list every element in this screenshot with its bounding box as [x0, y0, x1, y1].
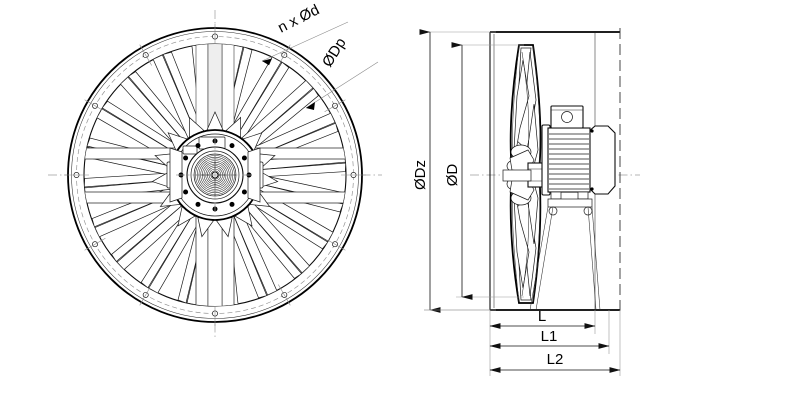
dim-odz-label: ØDz [412, 160, 429, 190]
hub-side-clamps [166, 147, 264, 203]
motor-feet [547, 191, 593, 216]
pitch-circle-leader-line [305, 61, 379, 109]
bolt-hole-leader-arrow [262, 58, 272, 66]
dim-l-label: L [538, 308, 546, 325]
hub-assembly [151, 111, 279, 238]
dim-l: L [489, 308, 596, 329]
dim-od: ØD [444, 42, 473, 300]
motor-cooling-fins [549, 133, 589, 190]
side-view-group [470, 28, 640, 316]
electric-motor [541, 105, 616, 216]
bolt-hole-leader-line [261, 21, 349, 62]
motor-terminal-box [550, 105, 584, 129]
hub-top-fitting [182, 136, 226, 155]
dimension-annotations: ØDz ØD L L1 [412, 29, 621, 376]
horizontal-dim-extension-lines [424, 309, 621, 376]
hub-bolt-circle [178, 138, 252, 212]
bolt-hole-ring [64, 24, 366, 326]
dim-l1-label: L1 [541, 328, 558, 345]
pitch-circle-label: ØDp [319, 35, 350, 70]
pitch-circle-leader-arrow [306, 102, 315, 110]
dim-l2: L2 [489, 351, 621, 373]
dim-odz: ØDz [412, 29, 441, 313]
motor-rear-endbell [586, 125, 616, 195]
dim-l1: L1 [489, 328, 610, 349]
side-hub-cluster [506, 144, 535, 206]
impeller-side-profile [502, 44, 546, 304]
bolt-hole-label: n x Ød [275, 1, 322, 36]
dim-l2-label: L2 [547, 351, 564, 368]
motor-body [547, 127, 591, 193]
front-view-group: n x Ød ØDp [48, 1, 382, 340]
dim-od-label: ØD [444, 164, 461, 187]
motor-support-legs [529, 206, 601, 311]
